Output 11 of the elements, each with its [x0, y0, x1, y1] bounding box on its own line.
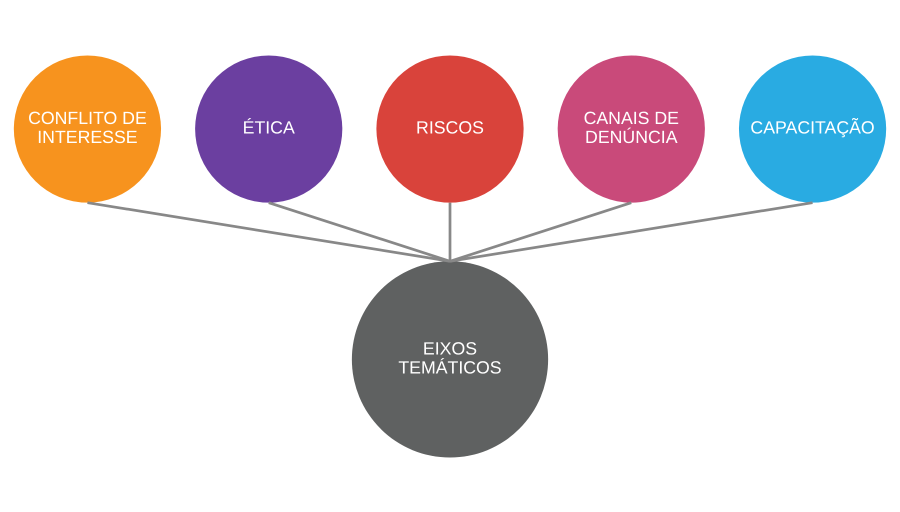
node-circle: CAPACITAÇÃO	[738, 54, 886, 202]
node-circle: CONFLITO DE INTERESSE	[14, 54, 162, 202]
connector	[450, 200, 813, 262]
connector	[450, 200, 632, 262]
node-circle: CANAIS DE DENÚNCIA	[558, 54, 705, 202]
node-circle: EIXOS TEMÁTICOS	[352, 260, 548, 458]
connector	[268, 200, 450, 262]
node-circle: RISCOS	[376, 54, 524, 202]
connector	[87, 200, 450, 262]
connector	[448, 202, 452, 261]
node-circle: ÉTICA	[195, 54, 342, 202]
